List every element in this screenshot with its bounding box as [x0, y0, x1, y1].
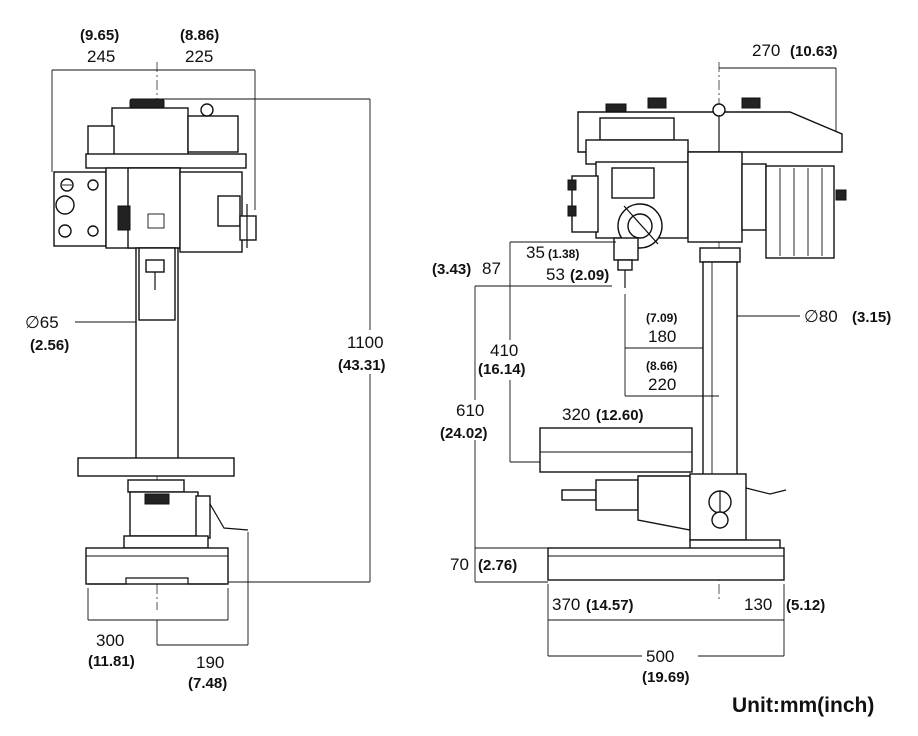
- spindle-b-mm: 87: [482, 259, 501, 278]
- throat-mm: 180: [648, 327, 676, 346]
- base-width-inch: (11.81): [88, 653, 135, 670]
- overall-height-inch: (43.31): [338, 357, 386, 374]
- spindle-table-inch: (16.14): [478, 361, 526, 378]
- spindle-b-inch: (3.43): [432, 261, 471, 278]
- head-width-left-mm: 245: [87, 47, 115, 66]
- table-width-inch: (12.60): [596, 407, 644, 424]
- side-column: [699, 247, 741, 477]
- front-head-assembly: [53, 98, 257, 253]
- base-rear-mm: 130: [744, 595, 772, 614]
- head-width-right-inch: (8.86): [180, 27, 219, 44]
- front-vise: [123, 479, 249, 549]
- spindle-a-inch: (1.38): [548, 247, 579, 261]
- reach-mm: 270: [752, 41, 780, 60]
- head-width-left-inch: (9.65): [80, 27, 119, 44]
- reach-inch: (10.63): [790, 43, 838, 60]
- base-height-mm: 70: [450, 555, 469, 574]
- side-table-arm: [561, 473, 787, 551]
- front-base: [85, 547, 229, 585]
- spindle-c-mm: 53: [546, 265, 565, 284]
- table-center-inch: (8.66): [646, 359, 677, 373]
- base-width-mm: 300: [96, 631, 124, 650]
- spindle-base-mm: 610: [456, 401, 484, 420]
- base-offset-mm: 190: [196, 653, 224, 672]
- unit-label: Unit:mm(inch): [732, 694, 874, 717]
- spindle-base-inch: (24.02): [440, 425, 488, 442]
- base-height-inch: (2.76): [478, 557, 517, 574]
- base-front-inch: (14.57): [586, 597, 634, 614]
- side-column-dia-inch: (3.15): [852, 309, 891, 326]
- base-front-mm: 370: [552, 595, 580, 614]
- base-rear-inch: (5.12): [786, 597, 825, 614]
- side-column-dia-mm: ∅80: [804, 307, 838, 326]
- table-width-mm: 320: [562, 405, 590, 424]
- front-column-dia-mm: ∅65: [25, 313, 59, 332]
- base-offset-inch: (7.48): [188, 675, 227, 692]
- side-head-assembly: [567, 97, 847, 288]
- side-view: 270 (10.63) 35 (1.38) (3.43) 87 53 (2.09…: [432, 41, 891, 686]
- head-width-right-mm: 225: [185, 47, 213, 66]
- base-length-inch: (19.69): [642, 669, 690, 686]
- spindle-c-inch: (2.09): [570, 267, 609, 284]
- side-table: [539, 427, 693, 473]
- overall-height-mm: 1100: [347, 333, 384, 352]
- throat-inch: (7.09): [646, 311, 677, 325]
- spindle-table-mm: 410: [490, 341, 518, 360]
- front-view: (9.65) 245 (8.86) 225 ∅65 (2.56) 1100 (4…: [25, 27, 386, 692]
- spindle-a-mm: 35: [526, 243, 545, 262]
- front-column: [135, 247, 179, 461]
- side-base: [547, 547, 785, 581]
- front-table: [77, 457, 235, 477]
- base-length-mm: 500: [646, 647, 674, 666]
- front-column-dia-inch: (2.56): [30, 337, 69, 354]
- table-center-mm: 220: [648, 375, 676, 394]
